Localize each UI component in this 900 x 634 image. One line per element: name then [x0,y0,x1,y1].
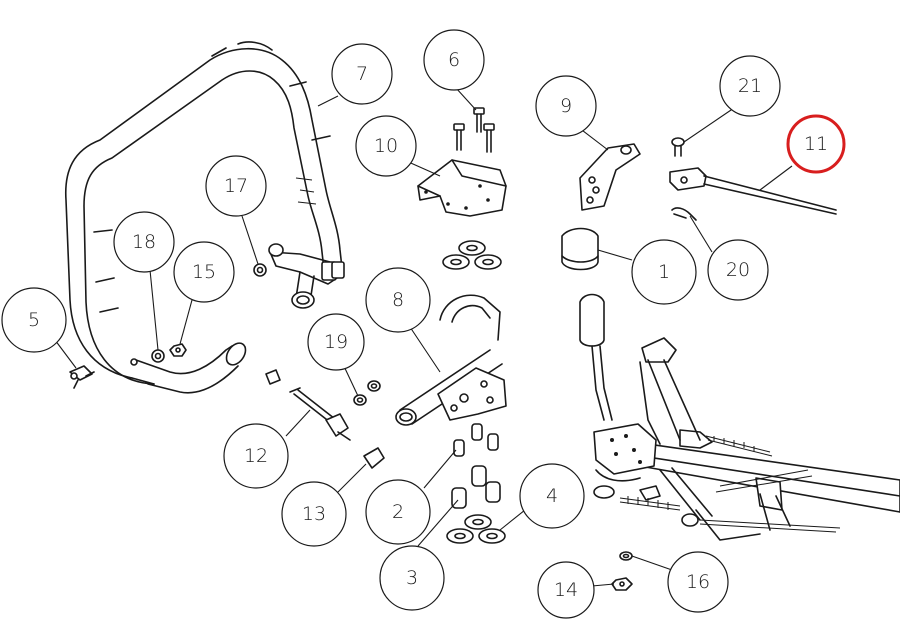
callout-14: 14 [537,561,595,619]
callout-16-label: 16 [686,571,710,593]
callout-19: 19 [307,313,365,371]
assembled-lever-unit [579,293,900,541]
callout-2: 2 [365,479,431,545]
part-8-tube-bracket [395,294,507,426]
part-11-cable [669,167,837,215]
part-17-handle-mount [268,243,345,309]
part-18-washer [151,349,165,363]
part-17-washer [253,263,267,277]
callout-13-label: 13 [302,503,326,525]
callout-9: 9 [535,75,597,137]
part-3-bushings [451,465,501,509]
washer-stack-lower [446,514,506,544]
part-20-pin [671,207,697,221]
callout-18: 18 [113,211,175,273]
part-6-bolts [453,107,495,153]
callout-4: 4 [519,463,585,529]
callout-5: 5 [1,287,67,353]
callout-19-label: 19 [324,331,348,353]
part-19-washers [353,380,381,406]
part-7-handlebar [64,41,343,394]
callout-16: 16 [667,551,729,613]
callout-21-label: 21 [738,75,762,97]
callout-18-label: 18 [132,231,156,253]
callout-4-label: 4 [546,485,558,507]
part-9-plate [579,143,641,211]
callout-7: 7 [331,43,393,105]
callout-20: 20 [707,239,769,301]
callout-1-label: 1 [658,261,670,283]
washer-stack-upper [442,240,502,270]
callout-3: 3 [379,545,445,611]
part-10-bracket [417,159,507,217]
part-21-screw [671,137,685,157]
callout-3-label: 3 [406,567,418,589]
part-13-cap [363,447,385,469]
callout-14-label: 14 [554,579,578,601]
callout-9-label: 9 [560,95,572,117]
callout-5-label: 5 [28,309,40,331]
part-16-washer [619,551,633,561]
leader-lines [51,87,793,587]
callout-7-label: 7 [356,63,368,85]
callout-21: 21 [719,55,781,117]
callout-1: 1 [631,239,697,305]
callout-13: 13 [281,481,347,547]
part-5-clip [69,365,95,389]
callout-6-label: 6 [448,49,460,71]
callout-8: 8 [365,267,431,333]
part-14-nut [611,577,633,591]
part-1-grip [561,227,599,271]
part-15-nut [169,343,187,357]
callout-12-label: 12 [244,445,268,467]
callout-20-label: 20 [726,259,750,281]
callout-10: 10 [355,115,417,177]
callout-17-label: 17 [224,175,248,197]
callout-15: 15 [173,241,235,303]
callout-11[interactable]: 11 [786,114,846,174]
callout-10-label: 10 [374,135,398,157]
part-12-t-pin [265,369,351,441]
part-2-bushings [453,423,499,457]
callout-8-label: 8 [392,289,404,311]
callout-11-label: 11 [804,133,828,155]
callout-6: 6 [423,29,485,91]
callout-2-label: 2 [392,501,404,523]
callout-15-label: 15 [192,261,216,283]
callout-17: 17 [205,155,267,217]
callout-12: 12 [223,423,289,489]
